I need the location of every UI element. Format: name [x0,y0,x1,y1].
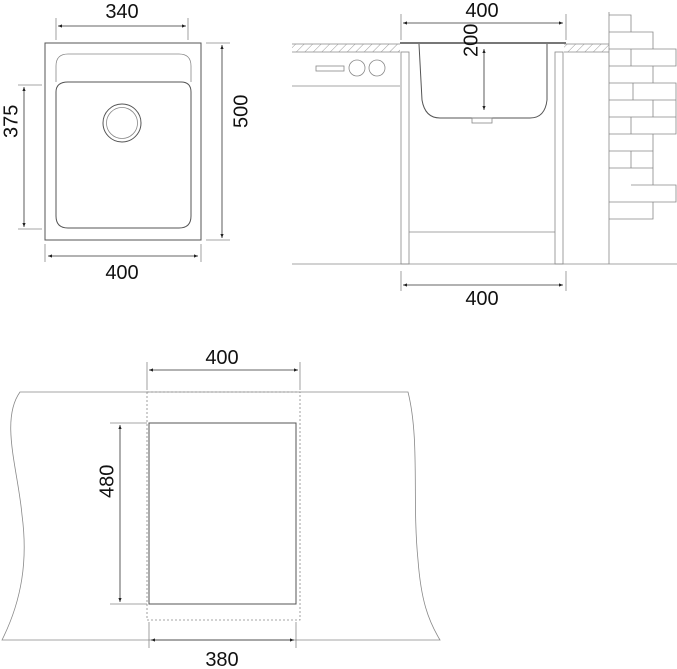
sink-rim [55,53,192,82]
countertop-outline [1,391,441,641]
dimension-label-cabinet-width: 400 [465,288,498,310]
dimension-label-cutout-inner-width: 380 [205,649,238,669]
dimension-label-cutout-width: 400 [205,347,238,369]
drain-icon [102,103,142,143]
dimension-label-bowl-width: 340 [105,1,138,23]
cutout-rect [148,422,297,605]
top-view: 340 375 500 400 [0,1,252,284]
cutout-view: 400 480 380 [1,347,441,669]
dishwasher-knob [348,59,366,77]
dimension-label-depth: 200 [460,24,482,57]
sink-bowl [55,81,192,229]
sink-outline-dashed [146,391,301,621]
drain-fitting [471,117,493,124]
side-view: 400 200 400 [292,0,677,310]
dishwasher-display [315,65,345,72]
dishwasher-knob [368,59,386,77]
dimension-label-total-width: 400 [105,262,138,284]
dimension-label-top-width: 400 [465,0,498,22]
sink-bowl-profile [418,43,548,119]
dimension-label-bowl-length: 375 [0,105,22,138]
dimension-label-total-length: 500 [230,95,252,128]
dimension-label-cutout-length: 480 [96,465,118,498]
sink-outline [44,42,202,241]
brick-wall [609,14,677,220]
